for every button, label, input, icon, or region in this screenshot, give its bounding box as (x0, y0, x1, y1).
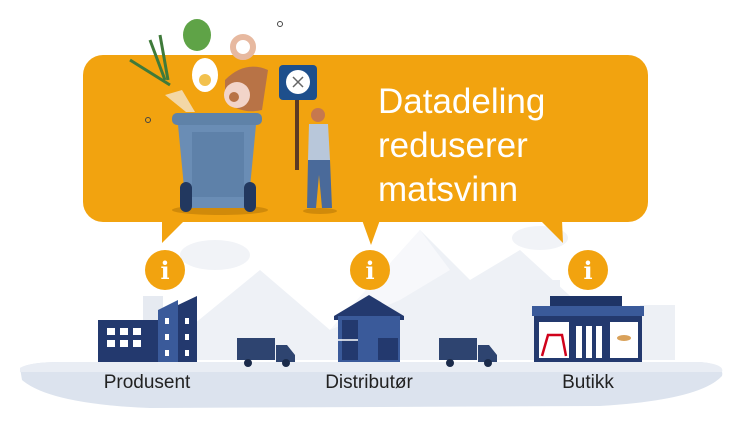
stage-label-distributor: Distributør (325, 372, 413, 393)
warehouse-building (334, 295, 404, 362)
ground (20, 362, 723, 408)
headline-line: reduserer (378, 126, 528, 165)
truck-icon (237, 338, 295, 367)
food-waste-illustration (129, 19, 283, 215)
person-with-sign (279, 65, 337, 214)
headline: Datadeling reduserer matsvinn (378, 80, 545, 212)
info-icon[interactable]: i (365, 256, 375, 285)
factory-building (98, 296, 197, 362)
info-icon[interactable]: i (583, 256, 593, 285)
headline-line: Datadeling (378, 82, 546, 121)
truck-icon (439, 338, 497, 367)
info-icon[interactable]: i (160, 256, 170, 285)
headline-line: matsvinn (378, 170, 519, 209)
stage-label-butikk: Butikk (562, 372, 614, 393)
store-building (532, 296, 644, 362)
info-badges (145, 250, 608, 290)
stage-label-produsent: Produsent (103, 372, 191, 393)
